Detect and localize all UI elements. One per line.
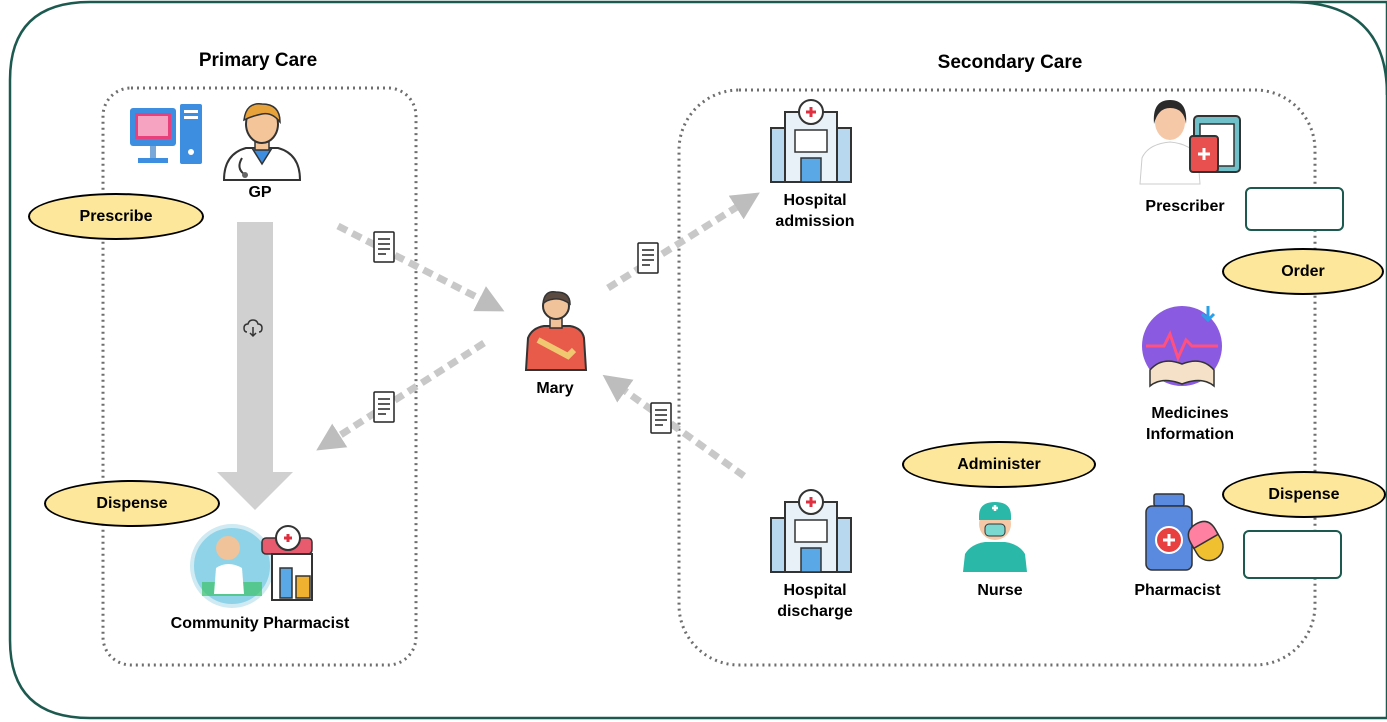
cloud-icon (243, 319, 263, 338)
doctor-icon (222, 103, 302, 181)
arrow-mary-to-admission (606, 192, 760, 291)
prescription-flow-arrow (217, 222, 293, 510)
pharmacist-label: Pharmacist (1134, 582, 1221, 599)
order-pill: Order (1222, 248, 1384, 295)
hospital-discharge-label: Hospital discharge (777, 582, 853, 620)
administer-pill: Administer (902, 441, 1096, 488)
document-icon (650, 402, 672, 434)
arrow-discharge-to-mary (602, 374, 747, 479)
primary-care-title: Primary Care (198, 50, 318, 71)
hospital-icon (770, 489, 852, 573)
arrow-gp-to-mary (336, 222, 505, 312)
medicine-bottle-icon (1145, 493, 1224, 571)
prescriber-icon (1139, 100, 1241, 185)
hospital-admission-label: Hospital admission (775, 192, 855, 230)
community-pharmacist-label: Community Pharmacist (170, 615, 350, 632)
community-pharmacist-icon (190, 524, 313, 608)
secondary-care-title: Secondary Care (937, 52, 1083, 73)
patient-label: Mary (536, 380, 574, 397)
medicines-information-icon (1142, 306, 1222, 388)
document-icon (637, 242, 659, 274)
medicines-information-label: Medicines Information (1146, 405, 1234, 443)
outer-frame (8, 0, 1387, 720)
dispense-primary-pill: Dispense (44, 480, 220, 527)
nurse-label: Nurse (977, 582, 1023, 599)
document-icon (373, 231, 395, 263)
prescriber-label: Prescriber (1145, 198, 1225, 215)
prescriber-document-box (1245, 187, 1344, 231)
patient-icon (524, 291, 588, 371)
pharmacist-document-box (1243, 530, 1342, 579)
dispense-secondary-pill: Dispense (1222, 471, 1386, 518)
gp-label: GP (248, 184, 272, 201)
nurse-icon (963, 502, 1027, 572)
document-icon (373, 391, 395, 423)
hospital-icon (770, 99, 852, 183)
computer-icon (130, 104, 202, 164)
secondary-care-region (677, 88, 1317, 667)
prescribe-pill: Prescribe (28, 193, 204, 240)
